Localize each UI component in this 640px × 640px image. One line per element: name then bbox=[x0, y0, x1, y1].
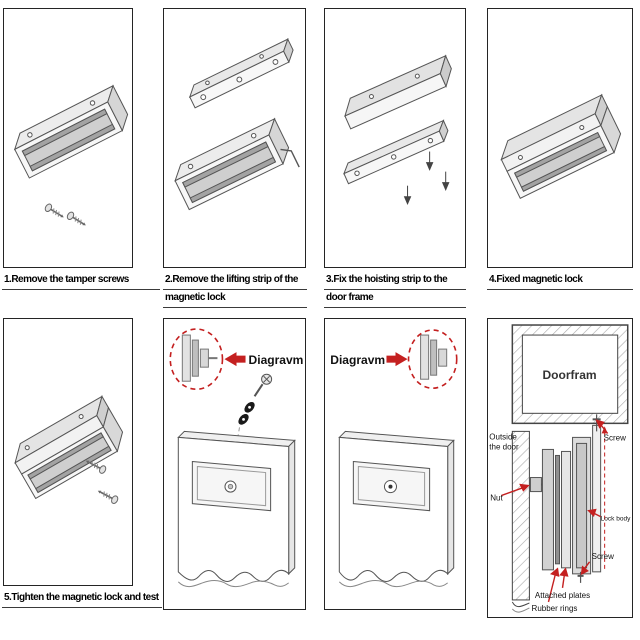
lock-body-dashed-line bbox=[601, 426, 608, 572]
magnetic-lock-drawing bbox=[174, 117, 300, 211]
magnetic-lock-drawing bbox=[13, 84, 129, 179]
door-drawing bbox=[338, 430, 455, 588]
step-2-caption: 2.Remove the lifting strip of the magnet… bbox=[163, 272, 307, 308]
door-leaf-section bbox=[511, 430, 530, 613]
lock-body-label: Lock body bbox=[601, 516, 631, 523]
step-1-illustration bbox=[13, 84, 129, 226]
outside-door-label-line1: Outside bbox=[489, 432, 517, 441]
caption-line: 2.Remove the lifting strip of the bbox=[163, 272, 307, 290]
detail-panel-right: Diagravm bbox=[324, 318, 466, 610]
door-drawing bbox=[177, 430, 296, 588]
detail-circle bbox=[407, 329, 458, 390]
tightened-lock-drawing bbox=[14, 395, 124, 500]
step-3-illustration bbox=[343, 54, 452, 206]
step-3-caption: 3.Fix the hoisting strip to the door fra… bbox=[324, 272, 466, 308]
cross-section-panel: Doorfram bbox=[487, 318, 633, 618]
red-arrow-right-icon bbox=[386, 352, 408, 367]
nut-label: Nut bbox=[490, 494, 503, 503]
screw-icon bbox=[85, 460, 107, 474]
caption-line: 5.Tighten the magnetic lock and test bbox=[2, 590, 162, 608]
step-5-illustration bbox=[14, 395, 124, 504]
lock-assembly-section bbox=[529, 414, 602, 583]
detail-panel-left: Diagravm bbox=[163, 318, 306, 610]
step-3-panel bbox=[324, 8, 466, 268]
outside-door-label-line2: the door bbox=[489, 442, 519, 451]
caption-line: door frame bbox=[324, 290, 466, 308]
caption-line: magnetic lock bbox=[163, 290, 307, 308]
doorframe-label: Doorfram bbox=[542, 368, 596, 382]
screw-icon bbox=[97, 490, 119, 504]
lifting-strip-drawing bbox=[188, 37, 294, 109]
step-2-panel bbox=[163, 8, 306, 268]
screw-bottom-label: Screw bbox=[592, 552, 614, 561]
step-5-panel bbox=[3, 318, 133, 586]
door-frame-section: Doorfram bbox=[511, 324, 629, 425]
screw-icon bbox=[44, 203, 64, 218]
step-4-panel bbox=[487, 8, 633, 268]
caption-line: 4.Fixed magnetic lock bbox=[487, 272, 633, 290]
step-1-panel bbox=[3, 8, 133, 268]
detail-label: Diagravm bbox=[330, 353, 385, 367]
red-callout-arrows bbox=[501, 419, 609, 603]
step-4-illustration bbox=[500, 93, 622, 199]
cross-section-illustration: Doorfram bbox=[489, 324, 631, 613]
step-5-caption: 5.Tighten the magnetic lock and test bbox=[2, 590, 162, 608]
hoisting-strip-drawing bbox=[343, 119, 449, 185]
screw-icon bbox=[66, 211, 86, 226]
red-arrow-left-icon bbox=[224, 352, 246, 367]
detail-illustration-left: Diagravm bbox=[169, 328, 304, 588]
detail-illustration-right: Diagravm bbox=[330, 329, 458, 588]
rubber-rings-label: Rubber rings bbox=[532, 604, 578, 613]
detail-label: Diagravm bbox=[249, 353, 304, 367]
section-labels: Screw Outside the door Nut Lock body Scr… bbox=[489, 432, 631, 613]
step-2-illustration bbox=[174, 37, 300, 211]
step-1-caption: 1.Remove the tamper screws bbox=[2, 272, 160, 290]
caption-line: 3.Fix the hoisting strip to the bbox=[324, 272, 466, 290]
screw-top-label: Screw bbox=[604, 433, 626, 442]
attached-plates-label: Attached plates bbox=[535, 591, 590, 600]
detail-circle bbox=[169, 328, 224, 391]
angle-bracket-drawing bbox=[344, 54, 452, 130]
step-4-caption: 4.Fixed magnetic lock bbox=[487, 272, 633, 290]
caption-line: 1.Remove the tamper screws bbox=[2, 272, 160, 290]
down-arrow-icon bbox=[403, 151, 450, 206]
fixed-lock-drawing bbox=[500, 93, 622, 199]
